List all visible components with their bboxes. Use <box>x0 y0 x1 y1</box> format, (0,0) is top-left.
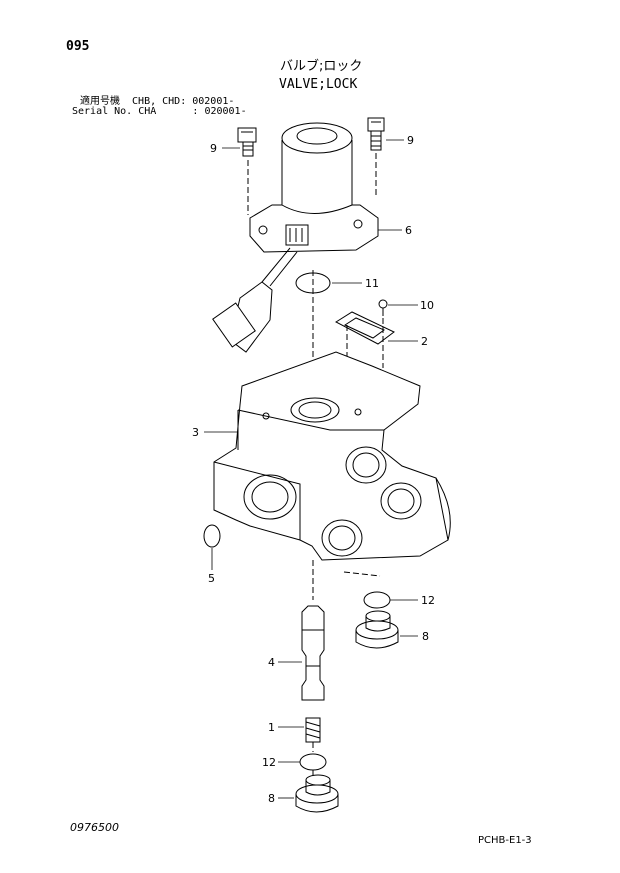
plug-8-lower <box>295 774 339 813</box>
plug-8-upper <box>355 610 399 649</box>
applicability-line-2: Serial No. CHA : 020001- <box>72 106 247 117</box>
callout-1: 1 <box>268 721 275 734</box>
callout-12-upper: 12 <box>421 594 435 607</box>
plate <box>334 311 395 345</box>
title-english: VALVE;LOCK <box>279 77 358 92</box>
callout-5: 5 <box>208 572 215 585</box>
callout-8-lower: 8 <box>268 792 275 805</box>
connector-cable <box>212 247 298 353</box>
applicability-line-1: 適用号機 CHB, CHD: 002001- <box>80 96 235 107</box>
title-japanese: バルブ;ロック <box>280 59 363 74</box>
callout-4: 4 <box>268 656 275 669</box>
callout-2: 2 <box>421 335 428 348</box>
callout-9-right: 9 <box>407 134 414 147</box>
callout-11: 11 <box>365 277 379 290</box>
callout-6: 6 <box>405 224 412 237</box>
callout-8-upper: 8 <box>422 630 429 643</box>
bolt-left <box>237 127 257 157</box>
page-code: PCHB-E1-3 <box>478 835 532 846</box>
leader-lines <box>204 139 418 799</box>
screw-10 <box>378 299 388 316</box>
callout-10: 10 <box>420 299 434 312</box>
o-ring-12-upper <box>363 591 391 609</box>
callout-12-lower: 12 <box>262 756 276 769</box>
solenoid <box>249 122 379 253</box>
document-code: 0976500 <box>70 821 119 834</box>
spring <box>305 717 321 743</box>
bolt-right <box>367 117 385 151</box>
callout-3: 3 <box>192 426 199 439</box>
callout-9-left: 9 <box>210 142 217 155</box>
washer-5 <box>203 524 221 548</box>
o-ring-12-lower <box>299 753 327 771</box>
page-number: 095 <box>66 39 90 54</box>
spool <box>301 560 325 701</box>
valve-body <box>213 351 451 561</box>
